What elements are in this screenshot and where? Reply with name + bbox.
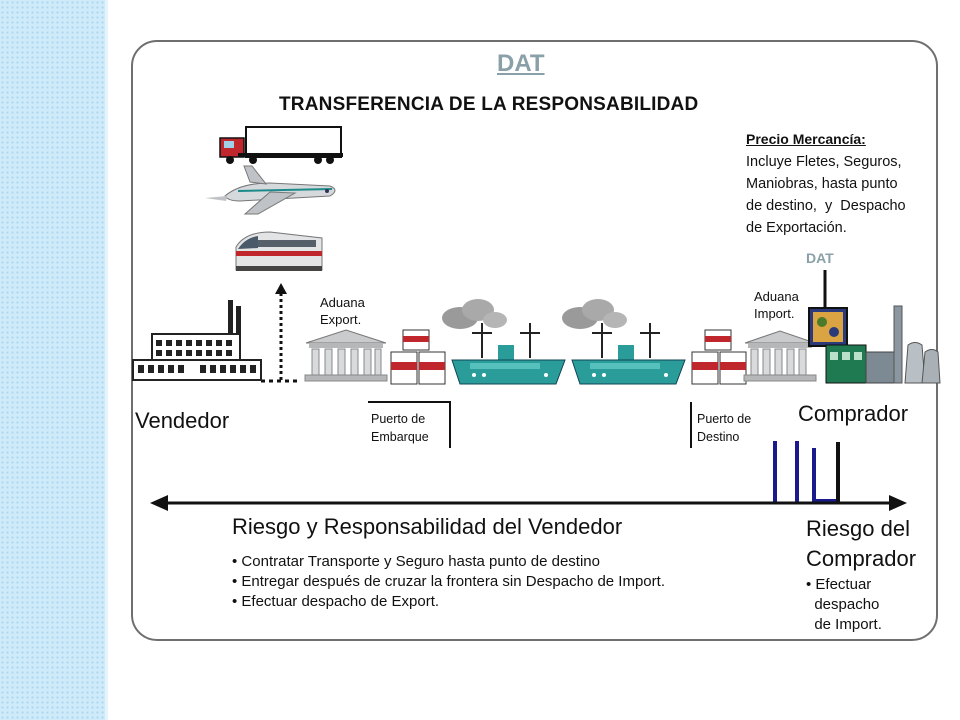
puerto-embarque-label: Puerto de Embarque bbox=[371, 412, 429, 444]
dat-sign-icon bbox=[808, 270, 848, 347]
containers-right-icon bbox=[691, 329, 747, 385]
decorative-sidebar bbox=[0, 0, 105, 720]
main-title: TRANSFERENCIA DE LA RESPONSABILIDAD bbox=[279, 94, 699, 115]
truck-icon bbox=[219, 126, 343, 164]
port-brackets bbox=[368, 401, 692, 448]
riesgo-comprador-title: Riesgo del Comprador bbox=[806, 516, 917, 571]
customs-export-building-icon bbox=[304, 329, 388, 382]
customs-import-building-icon bbox=[743, 330, 817, 382]
vendedor-label: Vendedor bbox=[135, 408, 230, 433]
ship-icon bbox=[562, 299, 686, 385]
comprador-label: Comprador bbox=[798, 401, 909, 426]
plant-icon bbox=[825, 305, 941, 384]
riesgo-vendedor-list: Contratar Transporte y Seguro hasta punt… bbox=[232, 552, 665, 612]
airplane-icon bbox=[205, 165, 336, 215]
puerto-destino-label: Puerto de Destino bbox=[697, 412, 752, 444]
precio-body: Incluye Fletes, Seguros, Maniobras, hast… bbox=[746, 154, 906, 236]
riesgo-comprador-list: • Efectuar despacho de Import. bbox=[806, 576, 882, 633]
containers-left-icon bbox=[390, 329, 446, 385]
riesgo-vendedor-title: Riesgo y Responsabilidad del Vendedor bbox=[232, 514, 623, 539]
factory-icon bbox=[132, 300, 262, 381]
list-item: Efectuar despacho de Export. bbox=[232, 592, 665, 612]
dotted-arrow bbox=[261, 283, 301, 383]
precio-heading: Precio Mercancía: bbox=[746, 131, 866, 147]
dat-title: DAT bbox=[497, 50, 545, 77]
sidebar-edge bbox=[105, 0, 108, 720]
timeline-arrow bbox=[150, 495, 907, 511]
aduana-export-label: Aduana Export. bbox=[320, 295, 365, 327]
aduana-import-label: Aduana Import. bbox=[754, 289, 799, 321]
ship-icon bbox=[442, 299, 566, 385]
dat-marker-label: DAT bbox=[806, 250, 834, 266]
train-icon bbox=[235, 231, 323, 271]
list-item: Entregar después de cruzar la frontera s… bbox=[232, 572, 665, 592]
risk-transfer-markers bbox=[773, 441, 840, 503]
list-item: Contratar Transporte y Seguro hasta punt… bbox=[232, 552, 665, 572]
